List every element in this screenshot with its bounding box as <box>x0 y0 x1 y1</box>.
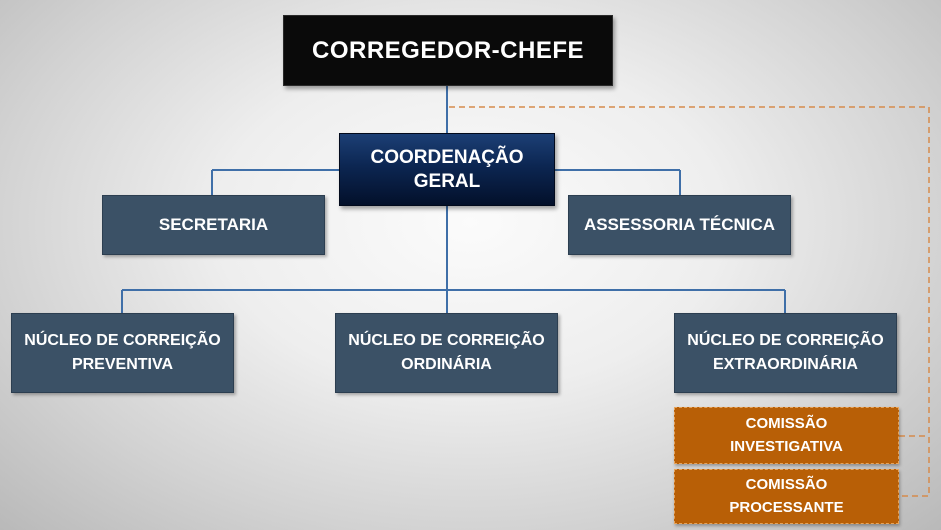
coordenacao-geral-box: COORDENAÇÃO GERAL <box>339 133 555 206</box>
nucleo-ordinaria-line1: NÚCLEO DE CORREIÇÃO <box>348 332 545 349</box>
comissao-investigativa-line1: COMISSÃO <box>745 415 828 432</box>
assessoria-tecnica-box: ASSESSORIA TÉCNICA <box>568 195 791 255</box>
coordenacao-geral-line1: COORDENAÇÃO <box>370 146 524 168</box>
comissao-processante-line1: COMISSÃO <box>745 476 828 493</box>
nucleo-extraordinaria-line1: NÚCLEO DE CORREIÇÃO <box>687 332 884 349</box>
comissao-investigativa-line2: INVESTIGATIVA <box>730 437 843 455</box>
nucleo-preventiva-line1: NÚCLEO DE CORREIÇÃO <box>24 332 221 349</box>
coordenacao-geral-text: COORDENAÇÃO GERAL <box>370 146 523 194</box>
comissao-processante-line2: PROCESSANTE <box>729 498 844 516</box>
nucleo-preventiva-line2: PREVENTIVA <box>71 356 174 373</box>
nucleo-ordinaria-line2: ORDINÁRIA <box>401 356 492 373</box>
nucleo-ordinaria-box: NÚCLEO DE CORREIÇÃO ORDINÁRIA <box>335 313 558 393</box>
comissao-investigativa-box: COMISSÃO INVESTIGATIVA <box>674 407 899 464</box>
coordenacao-geral-line2: GERAL <box>413 170 481 192</box>
comissao-processante-text: COMISSÃO PROCESSANTE <box>729 474 843 519</box>
corregedor-chefe-label: CORREGEDOR-CHEFE <box>311 36 584 64</box>
corregedor-chefe-box: CORREGEDOR-CHEFE <box>283 15 613 86</box>
nucleo-preventiva-box: NÚCLEO DE CORREIÇÃO PREVENTIVA <box>11 313 234 393</box>
comissao-processante-box: COMISSÃO PROCESSANTE <box>674 469 899 524</box>
secretaria-label: SECRETARIA <box>158 215 269 235</box>
dashed-connector-chief-commissions <box>449 106 930 497</box>
nucleo-extraordinaria-line2: EXTRAORDINÁRIA <box>713 356 858 373</box>
nucleo-extraordinaria-box: NÚCLEO DE CORREIÇÃO EXTRAORDINÁRIA <box>674 313 897 393</box>
nucleo-preventiva-text: NÚCLEO DE CORREIÇÃO PREVENTIVA <box>24 329 220 377</box>
secretaria-box: SECRETARIA <box>102 195 325 255</box>
comissao-investigativa-text: COMISSÃO INVESTIGATIVA <box>730 413 843 458</box>
nucleo-extraordinaria-text: NÚCLEO DE CORREIÇÃO EXTRAORDINÁRIA <box>687 329 883 377</box>
assessoria-tecnica-label: ASSESSORIA TÉCNICA <box>583 215 776 235</box>
nucleo-ordinaria-text: NÚCLEO DE CORREIÇÃO ORDINÁRIA <box>348 329 544 377</box>
